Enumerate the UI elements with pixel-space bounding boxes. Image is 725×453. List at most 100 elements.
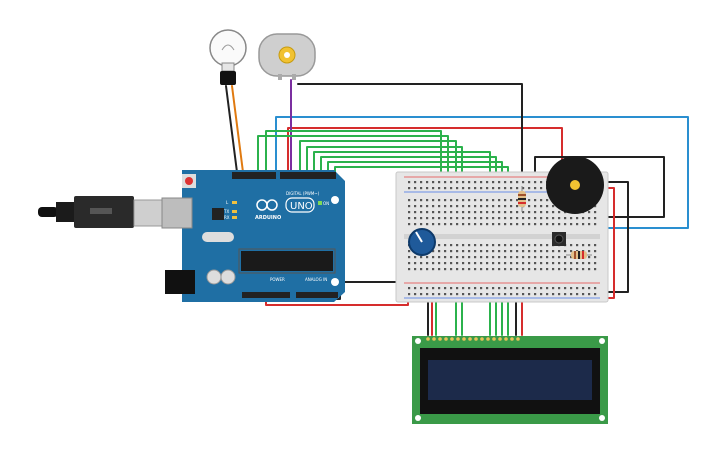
breadboard-hole xyxy=(498,181,501,184)
breadboard-hole xyxy=(504,244,507,247)
breadboard-hole xyxy=(576,217,579,220)
breadboard-hole xyxy=(510,287,513,290)
breadboard-hole xyxy=(444,293,447,296)
breadboard-hole xyxy=(438,287,441,290)
breadboard-hole xyxy=(510,217,513,220)
breadboard-hole xyxy=(486,211,489,214)
breadboard-hole xyxy=(468,181,471,184)
analog-label: ANALOG IN xyxy=(305,277,327,282)
wire-green-2[interactable] xyxy=(265,130,442,201)
breadboard-hole xyxy=(540,262,543,265)
breadboard-hole xyxy=(564,268,567,271)
usb-cable[interactable] xyxy=(38,196,175,228)
breadboard-hole xyxy=(456,181,459,184)
resistor-1[interactable] xyxy=(518,186,526,212)
usb-jack xyxy=(161,197,193,229)
breadboard-hole xyxy=(420,211,423,214)
lcd-mount-hole xyxy=(415,415,421,421)
lcd-pin xyxy=(450,337,454,341)
breadboard-hole xyxy=(552,205,555,208)
breadboard-hole xyxy=(522,223,525,226)
breadboard-hole xyxy=(576,268,579,271)
breadboard-hole xyxy=(534,217,537,220)
breadboard-hole xyxy=(426,199,429,202)
breadboard-hole xyxy=(426,262,429,265)
breadboard-hole xyxy=(504,293,507,296)
breadboard-hole xyxy=(426,187,429,190)
lightbulb[interactable] xyxy=(209,29,247,85)
breadboard-hole xyxy=(456,199,459,202)
breadboard-hole xyxy=(480,217,483,220)
breadboard-hole xyxy=(462,211,465,214)
breadboard-hole xyxy=(468,293,471,296)
breadboard-hole xyxy=(558,223,561,226)
lcd-pin xyxy=(516,337,520,341)
lcd-pin xyxy=(504,337,508,341)
breadboard-hole xyxy=(462,293,465,296)
wire-blue[interactable] xyxy=(275,116,689,229)
lcd-16x2[interactable] xyxy=(412,336,608,424)
breadboard-hole xyxy=(504,223,507,226)
pushbutton[interactable] xyxy=(552,232,566,246)
breadboard-hole xyxy=(438,211,441,214)
lcd-pin xyxy=(444,337,448,341)
potentiometer[interactable] xyxy=(408,228,436,256)
breadboard-hole xyxy=(588,256,591,259)
breadboard-hole xyxy=(522,268,525,271)
breadboard-hole xyxy=(540,256,543,259)
breadboard-hole xyxy=(558,256,561,259)
breadboard-hole xyxy=(528,250,531,253)
breadboard-hole xyxy=(408,199,411,202)
breadboard-hole xyxy=(528,223,531,226)
breadboard-hole xyxy=(528,256,531,259)
reset-button-cap xyxy=(185,177,193,185)
wire-black-motor[interactable] xyxy=(297,83,523,173)
breadboard-hole xyxy=(510,244,513,247)
breadboard-hole xyxy=(462,187,465,190)
breadboard-hole xyxy=(594,244,597,247)
digital-header-right xyxy=(280,172,336,179)
lcd-pin xyxy=(510,337,514,341)
breadboard-hole xyxy=(522,256,525,259)
led-l xyxy=(232,201,237,204)
breadboard-hole xyxy=(444,205,447,208)
breadboard-hole xyxy=(552,293,555,296)
arduino-uno[interactable]: L TX RX ARDUINO UNO ON DIGITAL (PWM~) PO… xyxy=(161,170,345,302)
wire-red-top[interactable] xyxy=(287,127,563,181)
dc-motor[interactable] xyxy=(258,33,316,80)
breadboard-hole xyxy=(522,181,525,184)
breadboard-hole xyxy=(594,205,597,208)
breadboard-hole xyxy=(534,287,537,290)
breadboard-hole xyxy=(438,199,441,202)
power-header xyxy=(242,292,290,298)
breadboard-hole xyxy=(546,293,549,296)
wire-black-bulb[interactable] xyxy=(225,85,239,181)
breadboard-hole xyxy=(594,287,597,290)
breadboard-hole xyxy=(408,205,411,208)
breadboard-hole xyxy=(432,250,435,253)
breadboard-hole xyxy=(408,262,411,265)
breadboard-hole xyxy=(576,262,579,265)
breadboard-hole xyxy=(438,268,441,271)
breadboard-hole xyxy=(588,244,591,247)
knob-indicator xyxy=(415,231,423,243)
breadboard-hole xyxy=(558,217,561,220)
breadboard-hole xyxy=(516,181,519,184)
breadboard-hole xyxy=(474,250,477,253)
breadboard-hole xyxy=(570,268,573,271)
breadboard-hole xyxy=(582,217,585,220)
lcd-pin xyxy=(498,337,502,341)
piezo-buzzer[interactable] xyxy=(546,156,604,214)
breadboard-hole xyxy=(516,250,519,253)
lcd-pin xyxy=(474,337,478,341)
wire-black-buzzer-1[interactable] xyxy=(534,156,665,218)
capacitor xyxy=(206,269,222,285)
l-label: L xyxy=(226,200,229,205)
breadboard-hole xyxy=(594,256,597,259)
wire-orange-bulb[interactable] xyxy=(231,85,245,181)
breadboard-center-channel xyxy=(404,234,600,239)
resistor-2[interactable] xyxy=(566,251,592,259)
breadboard-hole xyxy=(414,199,417,202)
breadboard-hole xyxy=(468,223,471,226)
breadboard-hole xyxy=(486,256,489,259)
